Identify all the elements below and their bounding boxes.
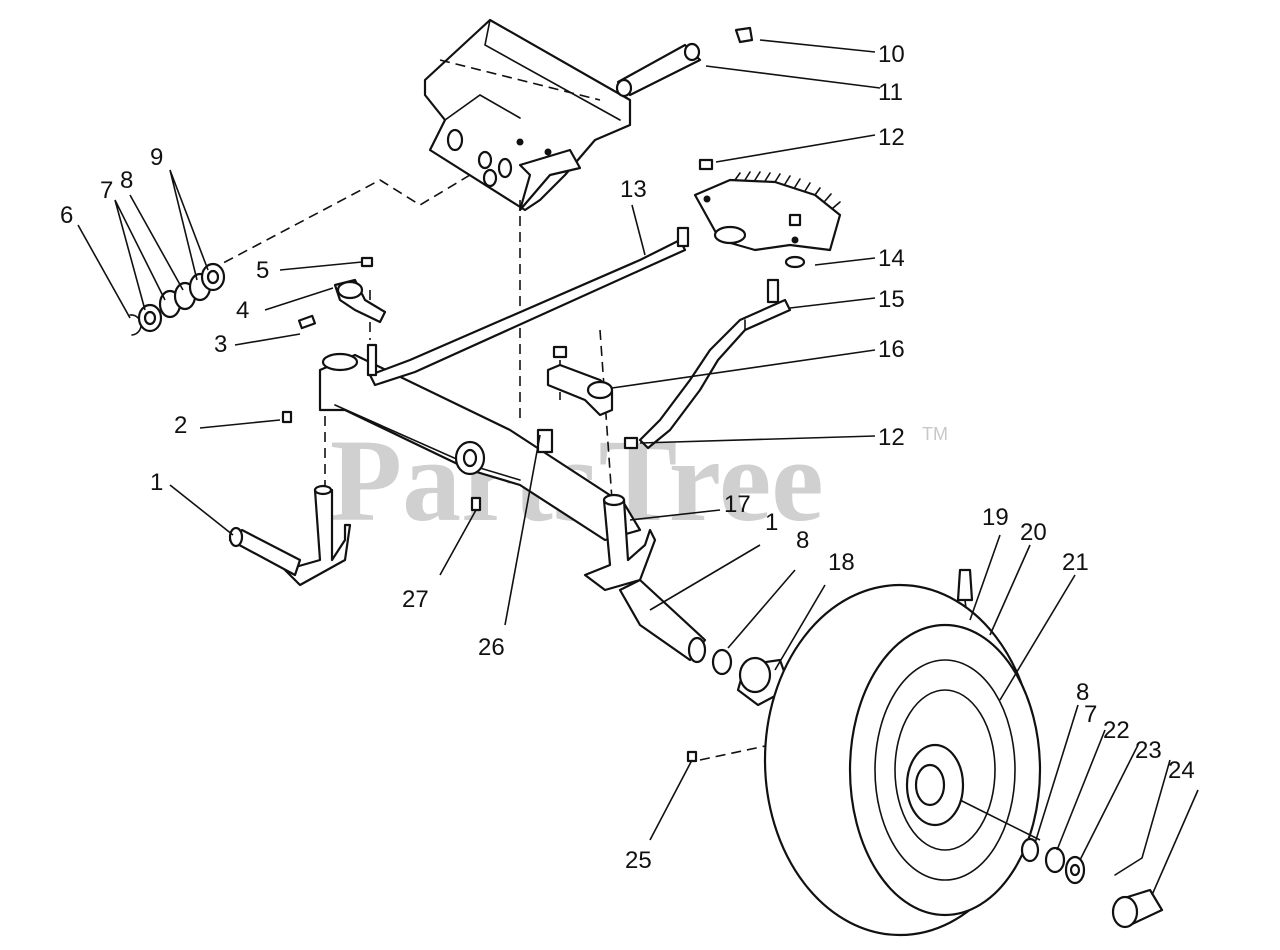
chassis-frame-bracket [423,18,632,212]
callout-23: 23 [1135,737,1162,764]
callout-20: 20 [1020,519,1047,546]
callout-7-right: 7 [1084,701,1097,728]
callout-5: 5 [256,257,269,284]
callout-1-right: 1 [765,509,778,536]
callout-1-left: 1 [150,469,163,496]
right-spindle [583,493,707,664]
callout-22: 22 [1103,717,1130,744]
left-washer-stack [129,262,226,336]
callout-2: 2 [174,412,187,439]
left-spindle [228,484,352,587]
callout-27: 27 [402,586,429,613]
callout-7-left: 7 [100,177,113,204]
callout-labels: 1 1 2 3 4 5 6 7 7 8 8 8 9 10 11 12 12 13… [60,41,1195,874]
callout-16: 16 [878,336,905,363]
callout-18: 18 [828,549,855,576]
callout-17: 17 [724,491,751,518]
callout-3: 3 [214,331,227,358]
watermark-trademark: TM [922,424,948,444]
callout-14: 14 [878,245,905,272]
front-axle-beam [318,352,642,542]
valve-stem [956,568,974,602]
callout-8-left: 8 [120,167,133,194]
steering-arm-right [536,363,614,454]
callout-12-lower: 12 [878,424,905,451]
callout-leaders [77,39,1199,896]
steering-arm [333,278,387,324]
small-fasteners [281,158,806,763]
steering-sector-gear [693,171,842,252]
callout-8-spacer: 8 [796,527,809,554]
callout-9: 9 [150,144,163,171]
drag-link [638,278,792,450]
front-tire-wheel [763,583,1042,937]
callout-6: 6 [60,202,73,229]
callout-19: 19 [982,504,1009,531]
assembly-guide-lines [209,59,969,761]
callout-4: 4 [236,297,249,324]
callout-10: 10 [878,41,905,68]
callout-24: 24 [1168,757,1195,784]
callout-11: 11 [878,79,903,106]
callout-26: 26 [478,634,505,661]
tie-rod [366,226,690,387]
pivot-pin [615,26,754,98]
callout-12-top: 12 [878,124,905,151]
wheel-hub-parts [1020,837,1164,929]
callout-25: 25 [625,847,652,874]
callout-8-hub: 8 [1076,679,1089,706]
callout-15: 15 [878,286,905,313]
callout-21: 21 [1062,549,1089,576]
callout-13: 13 [620,176,647,203]
